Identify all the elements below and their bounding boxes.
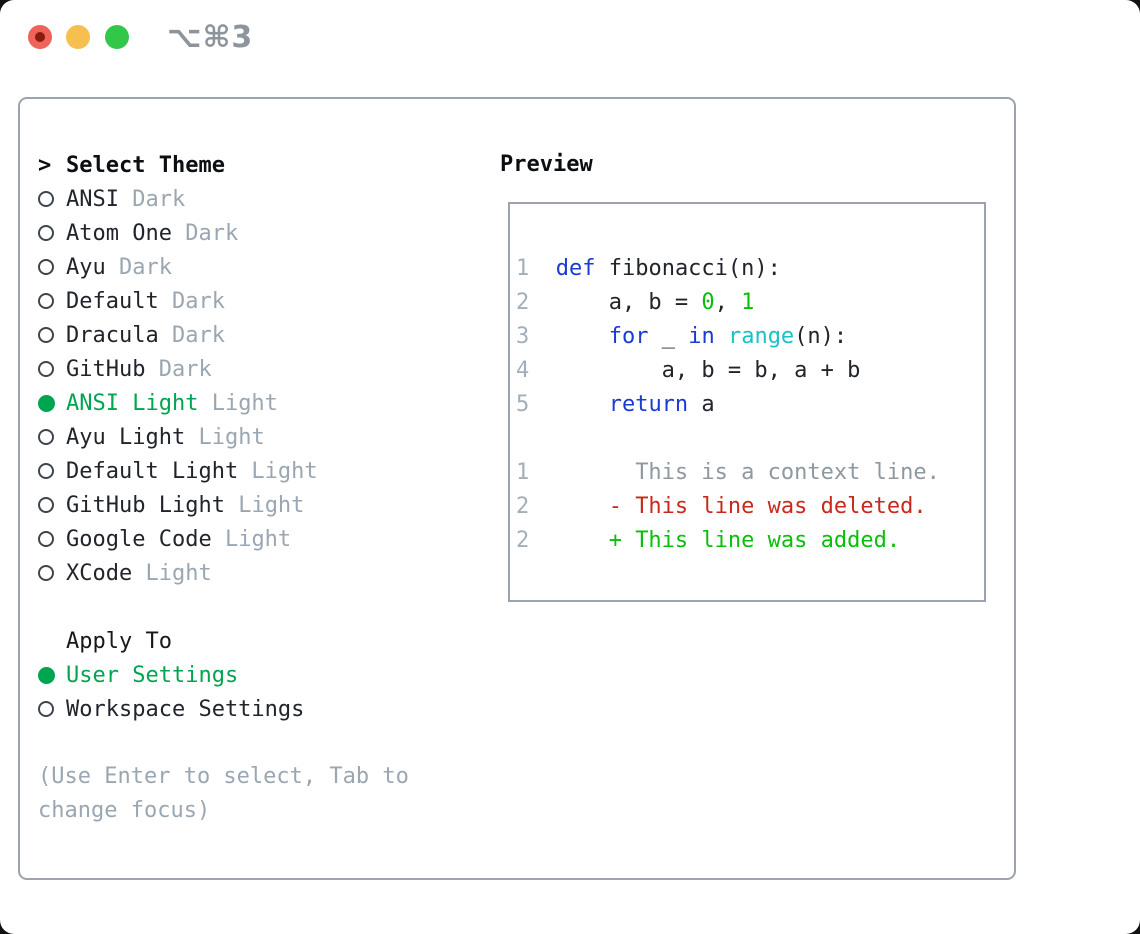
zoom-button[interactable] [105, 25, 129, 49]
radio-icon [38, 497, 54, 513]
radio-selected-icon [38, 666, 55, 684]
apply-to-option[interactable]: Workspace Settings [38, 692, 498, 726]
spacer [38, 590, 498, 624]
theme-option[interactable]: Default Light Light [38, 454, 498, 488]
line-number: 4 [516, 357, 530, 383]
select-theme-title: > Select Theme [38, 148, 498, 182]
option-label: User Settings [66, 662, 239, 688]
focus-marker: > [38, 152, 52, 178]
spacer [38, 726, 498, 760]
preview-line: 1 This is a context line. [516, 459, 940, 485]
line-number: 3 [516, 323, 530, 349]
theme-option[interactable]: Dracula Dark [38, 318, 498, 352]
titlebar: ⌥⌘3 [0, 0, 1140, 74]
radio-icon [38, 463, 54, 479]
option-label: Workspace Settings [66, 696, 305, 722]
option-label: Ayu Light [66, 424, 186, 450]
theme-option[interactable]: ANSI Dark [38, 182, 498, 216]
preview-line: 3 for _ in range(n): [516, 323, 848, 349]
option-variant-label: Dark [158, 322, 225, 348]
preview-title: Preview [500, 152, 593, 177]
option-variant-label: Light [211, 526, 292, 552]
option-label: GitHub Light [66, 492, 225, 518]
option-label: ANSI [66, 186, 119, 212]
option-label: Default Light [66, 458, 239, 484]
preview-line: 2 - This line was deleted. [516, 493, 927, 519]
option-variant-label: Light [238, 458, 318, 484]
radio-icon [38, 259, 54, 275]
option-variant-label: Dark [145, 356, 212, 382]
theme-option[interactable]: Ayu Light Light [38, 420, 498, 454]
apply-to-title: Apply To [38, 624, 498, 658]
option-variant-label: Dark [158, 288, 225, 314]
option-label: XCode [66, 560, 133, 586]
line-number: 1 [516, 255, 530, 281]
radio-icon [38, 565, 54, 581]
option-variant-label: Light [198, 390, 278, 416]
radio-icon [38, 429, 54, 445]
option-label: Ayu [66, 254, 106, 280]
select-theme-title-label: Select Theme [66, 152, 225, 178]
minimize-button[interactable] [66, 25, 90, 49]
theme-option[interactable]: Default Dark [38, 284, 498, 318]
option-variant-label: Dark [105, 254, 172, 280]
option-variant-label: Dark [171, 220, 239, 246]
apply-to-title-label: Apply To [66, 628, 172, 654]
option-label: Dracula [66, 322, 159, 348]
theme-option[interactable]: ANSI Light Light [38, 386, 498, 420]
theme-option[interactable]: Google Code Light [38, 522, 498, 556]
radio-icon [38, 191, 54, 207]
line-number: 1 [516, 459, 530, 485]
radio-selected-icon [38, 394, 55, 412]
preview-line: 2 a, b = 0, 1 [516, 289, 755, 315]
option-variant-label: Light [224, 492, 305, 518]
theme-option[interactable]: Atom One Dark [38, 216, 498, 250]
option-label: ANSI Light [66, 390, 199, 416]
preview-line: 5 return a [516, 391, 715, 417]
radio-icon [38, 293, 54, 309]
line-number: 2 [516, 289, 530, 315]
radio-icon [38, 225, 54, 241]
line-number: 5 [516, 391, 530, 417]
spacer [516, 421, 984, 455]
radio-icon [38, 327, 54, 343]
theme-option[interactable]: GitHub Dark [38, 352, 498, 386]
radio-icon [38, 701, 54, 717]
line-number: 2 [516, 493, 530, 519]
option-label: Atom One [66, 220, 172, 246]
line-number: 2 [516, 527, 530, 553]
option-label: GitHub [66, 356, 146, 382]
preview-line: 2 + This line was added. [516, 527, 901, 553]
option-label: Default [66, 288, 159, 314]
apply-to-option[interactable]: User Settings [38, 658, 498, 692]
option-variant-label: Light [185, 424, 265, 450]
close-button[interactable] [28, 25, 52, 49]
preview-line: 4 a, b = b, a + b [516, 357, 861, 383]
theme-option[interactable]: XCode Light [38, 556, 498, 590]
option-label: Google Code [66, 526, 212, 552]
theme-option[interactable]: GitHub Light Light [38, 488, 498, 522]
theme-option[interactable]: Ayu Dark [38, 250, 498, 284]
shortcut-label: ⌥⌘3 [167, 20, 254, 55]
keyboard-hint: (Use Enter to select, Tab to change focu… [38, 764, 409, 823]
radio-icon [38, 361, 54, 377]
radio-icon [38, 531, 54, 547]
option-variant-label: Light [132, 560, 212, 586]
option-variant-label: Dark [118, 186, 186, 212]
